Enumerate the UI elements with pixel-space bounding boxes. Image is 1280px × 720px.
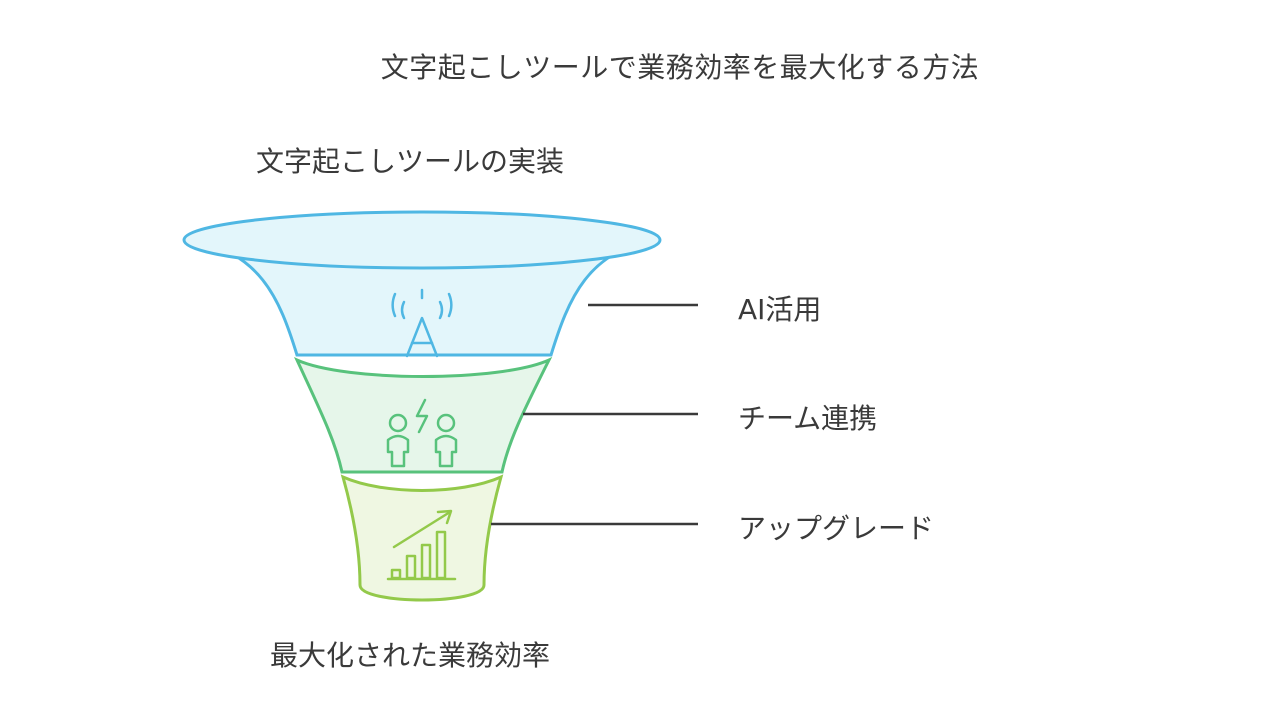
team-collaboration-icon: [386, 398, 458, 468]
growth-chart-icon: [386, 509, 457, 581]
diagram-title: 文字起こしツールで業務効率を最大化する方法: [380, 51, 980, 84]
stage-label-upgrade: アップグレード: [738, 512, 935, 545]
stage-label-ai: AI活用: [738, 293, 822, 326]
funnel-rim: [182, 210, 662, 270]
funnel-bottom-label: 最大化された業務効率: [270, 639, 551, 672]
funnel-top-label: 文字起こしツールの実装: [256, 145, 565, 178]
funnel-stage-3: [340, 474, 504, 602]
ai-signal-icon: [391, 288, 453, 358]
stage-label-team: チーム連携: [738, 402, 878, 435]
